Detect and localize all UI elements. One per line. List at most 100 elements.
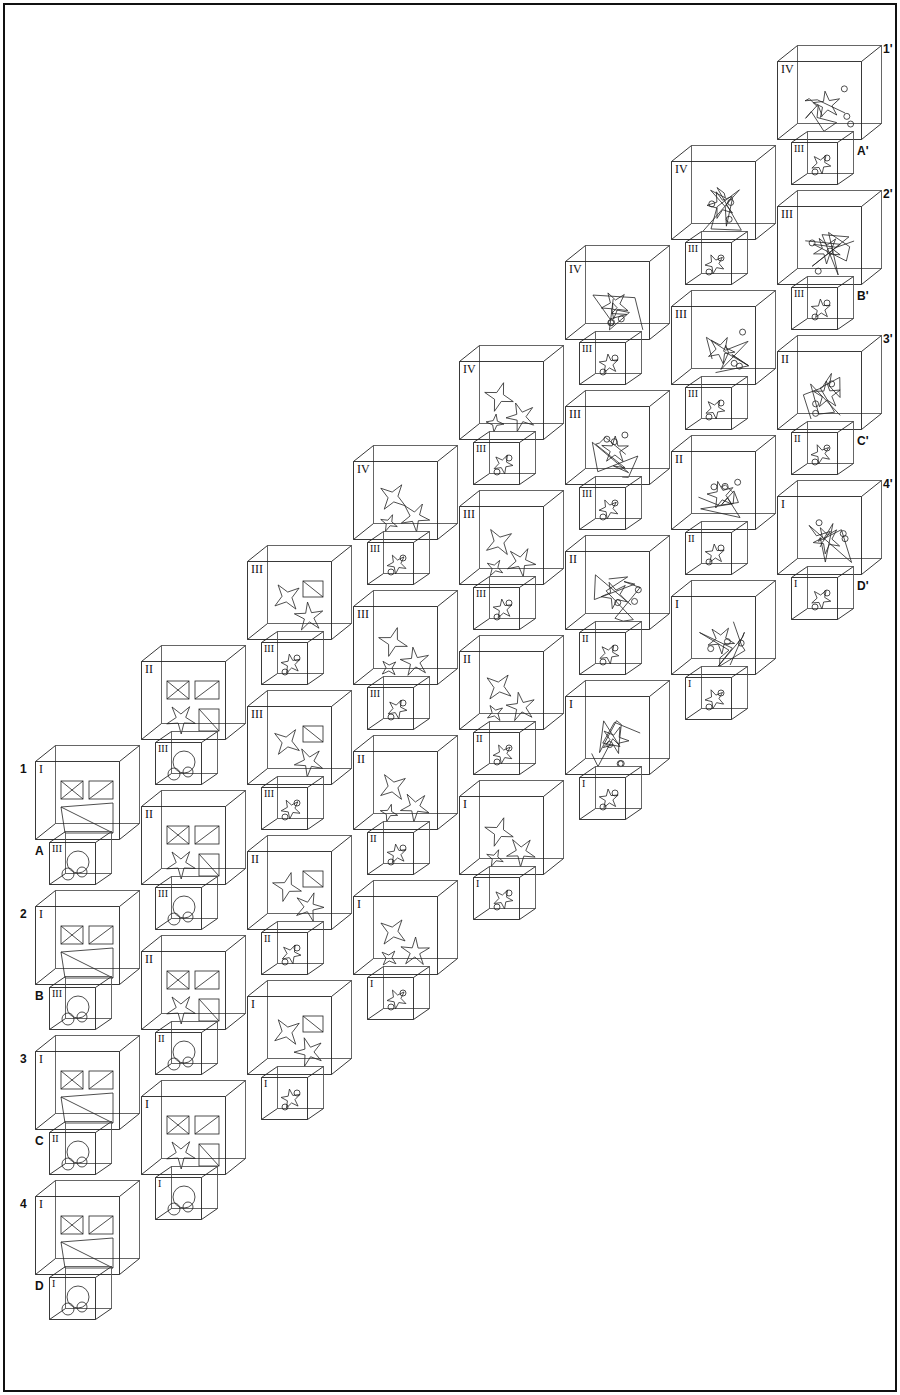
- cube-numeral: III: [52, 844, 62, 854]
- cube-wireframe: [778, 191, 882, 285]
- cube-numeral: I: [569, 698, 573, 710]
- cube-numeral: III: [476, 589, 486, 599]
- cube-numeral: IV: [357, 463, 370, 475]
- cube-drawing: [353, 445, 459, 541]
- cube-contents: [705, 255, 724, 275]
- cube-drawing: [35, 890, 141, 986]
- row-number: 1': [883, 43, 893, 55]
- cube-numeral: I: [39, 763, 43, 775]
- cube-numeral: II: [794, 434, 801, 444]
- cube-drawing: [791, 566, 855, 621]
- row-number: 2: [20, 908, 27, 920]
- cube-drawing: [155, 876, 219, 931]
- frame-border: [4, 4, 896, 1391]
- cube-contents: [167, 826, 219, 879]
- cube-numeral: I: [39, 908, 43, 920]
- cube-drawing: [473, 431, 537, 486]
- cube-drawing: [155, 1166, 219, 1221]
- cube-contents: [706, 329, 748, 373]
- large-cube: IV: [353, 445, 457, 539]
- cube-wireframe: [262, 632, 324, 685]
- cube-wireframe: [354, 446, 458, 540]
- small-cube: II: [791, 421, 853, 474]
- cube-drawing: [579, 621, 643, 676]
- small-cube: III: [473, 431, 535, 484]
- cube-contents: [494, 455, 513, 475]
- cube-numeral: III: [370, 689, 380, 699]
- cube-contents: [379, 628, 429, 676]
- cube-contents: [599, 354, 618, 375]
- cube-wireframe: [460, 636, 564, 730]
- large-cube: III: [671, 290, 775, 384]
- large-cube: I: [777, 480, 881, 574]
- cube-drawing: [353, 590, 459, 686]
- small-cube: II: [367, 821, 429, 874]
- cube-wireframe: [262, 1067, 324, 1120]
- cube-numeral: I: [357, 898, 361, 910]
- cube-drawing: [49, 831, 113, 886]
- large-cube: I: [459, 780, 563, 874]
- small-cube: I: [685, 666, 747, 719]
- cube-wireframe: [460, 491, 564, 585]
- large-cube: II: [353, 735, 457, 829]
- small-cube: II: [261, 921, 323, 974]
- cube-drawing: [565, 390, 671, 486]
- cube-numeral: I: [251, 998, 255, 1010]
- cube-contents: [168, 751, 195, 780]
- cube-numeral: II: [463, 653, 471, 665]
- cube-drawing: [791, 421, 855, 476]
- cube-numeral: III: [463, 508, 475, 520]
- cube-wireframe: [248, 981, 352, 1075]
- small-cube: III: [685, 376, 747, 429]
- cube-numeral: III: [158, 744, 168, 754]
- large-cube: I: [35, 1035, 139, 1129]
- cube-numeral: I: [52, 1279, 55, 1289]
- large-cube: I: [247, 980, 351, 1074]
- cube-wireframe: [778, 336, 882, 430]
- cube-wireframe: [580, 332, 642, 385]
- cube-contents: [61, 1071, 113, 1123]
- row-letter: C: [35, 1135, 44, 1147]
- cube-numeral: II: [675, 453, 683, 465]
- cube-numeral: II: [145, 808, 153, 820]
- cube-drawing: [459, 635, 565, 731]
- cube-wireframe: [686, 667, 748, 720]
- cube-contents: [811, 299, 830, 320]
- cube-numeral: III: [52, 989, 62, 999]
- cube-wireframe: [368, 822, 430, 875]
- row-letter: B: [35, 990, 44, 1002]
- cube-numeral: I: [370, 979, 373, 989]
- small-cube: II: [49, 1121, 111, 1174]
- cube-drawing: [671, 435, 777, 531]
- cube-wireframe: [474, 577, 536, 630]
- cube-contents: [62, 1141, 89, 1170]
- cube-wireframe: [792, 567, 854, 620]
- cube-contents: [61, 1216, 113, 1268]
- cube-contents: [706, 400, 725, 420]
- cube-wireframe: [50, 1267, 112, 1320]
- cube-wireframe: [672, 581, 776, 675]
- cube-drawing: [261, 631, 325, 686]
- small-cube: III: [579, 476, 641, 529]
- cube-numeral: III: [264, 644, 274, 654]
- small-cube: I: [49, 1266, 111, 1319]
- cube-numeral: I: [675, 598, 679, 610]
- cube-wireframe: [566, 536, 670, 630]
- cube-numeral: IV: [463, 363, 476, 375]
- large-cube: I: [35, 1180, 139, 1274]
- cube-drawing: [685, 231, 749, 286]
- large-cube: III: [353, 590, 457, 684]
- cube-wireframe: [368, 677, 430, 730]
- cube-drawing: [49, 1266, 113, 1321]
- large-cube: IV: [777, 45, 881, 139]
- cube-wireframe: [36, 891, 140, 985]
- cube-drawing: [579, 766, 643, 821]
- cube-numeral: II: [476, 734, 483, 744]
- cube-drawing: [459, 345, 565, 441]
- cube-drawing: [155, 1021, 219, 1076]
- cube-drawing: [141, 790, 247, 886]
- cube-numeral: I: [145, 1098, 149, 1110]
- large-cube: II: [459, 635, 563, 729]
- cube-numeral: III: [688, 244, 698, 254]
- cube-numeral: II: [145, 953, 153, 965]
